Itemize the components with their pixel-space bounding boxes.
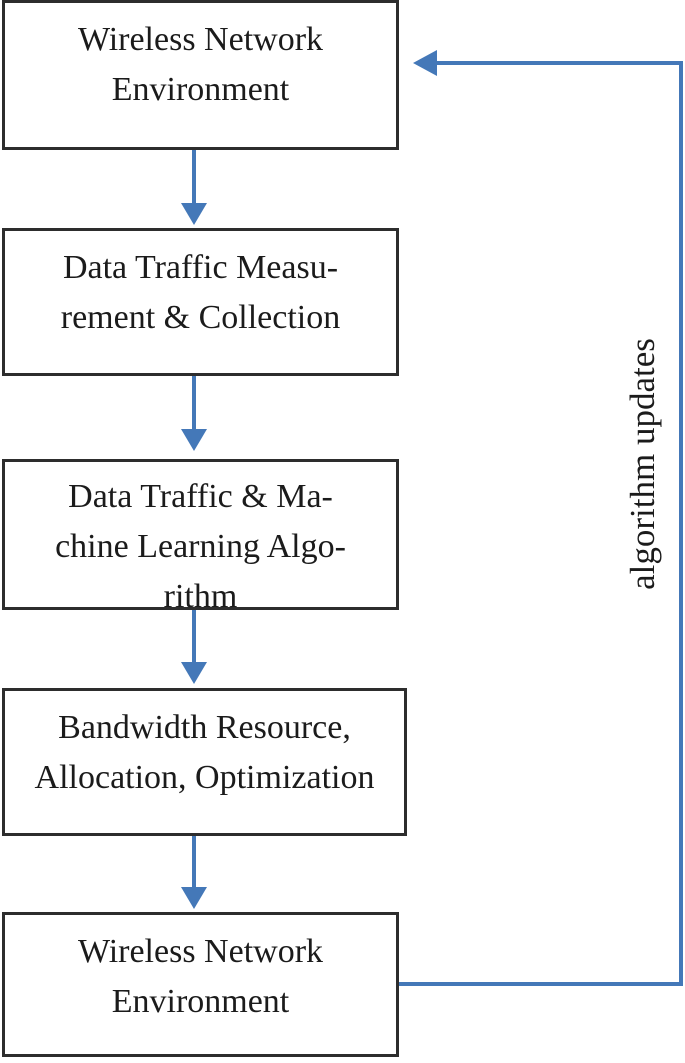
arrow-down-4-shaft <box>192 836 196 887</box>
flow-box-data-traffic-measurement-collection: Data Traffic Measu- rement & Collection <box>2 228 399 376</box>
flow-box-wireless-network-environment-bottom: Wireless Network Environment <box>2 912 399 1057</box>
arrow-down-3-shaft <box>192 610 196 662</box>
flow-box-wireless-network-environment-top: Wireless Network Environment <box>2 0 399 150</box>
arrow-down-3-head-icon <box>181 662 207 684</box>
arrow-down-2-shaft <box>192 376 196 429</box>
flow-box-bandwidth-resource-allocation-optimization: Bandwidth Resource, Allocation, Optimiza… <box>2 688 407 836</box>
feedback-line-bottom <box>399 982 683 986</box>
feedback-line-top <box>437 61 683 65</box>
arrow-down-2-head-icon <box>181 429 207 451</box>
feedback-arrow-head-icon <box>413 50 437 76</box>
feedback-label: algorithm updates <box>623 338 662 590</box>
flow-box-data-traffic-machine-learning-algorithm: Data Traffic & Ma- chine Learning Algo- … <box>2 459 399 615</box>
arrow-down-1-shaft <box>192 150 196 203</box>
arrow-down-1-head-icon <box>181 203 207 225</box>
feedback-line-right <box>679 61 683 986</box>
arrow-down-4-head-icon <box>181 887 207 909</box>
